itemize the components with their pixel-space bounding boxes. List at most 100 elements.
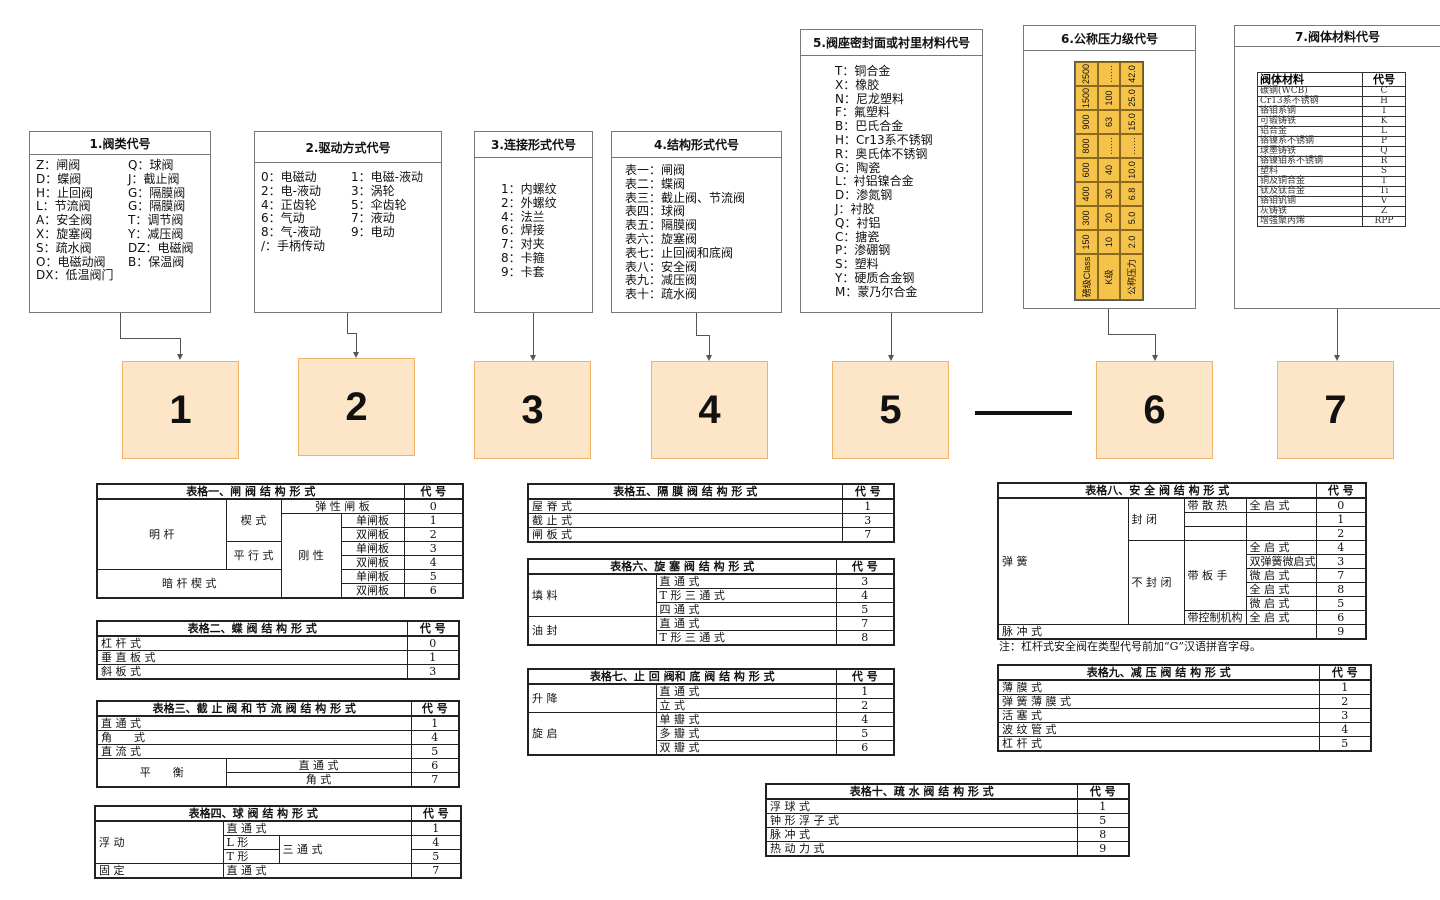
list-item: D：蝶阀 [36,171,82,186]
code: P [1362,136,1406,147]
list-item: 8：气-液动 [261,225,321,240]
cell: 不 封 闭 [1127,540,1185,625]
cell: 波 纹 管 式 [997,722,1320,737]
code-header: 代 号 [1315,482,1367,499]
pressure-cell: 150 [1075,230,1098,254]
table-title: 表格二、蝶 阀 结 构 形 式 [96,620,408,637]
code: 3 [1315,554,1367,569]
code: 1 [1318,679,1372,695]
material: 碳钢(WCB) [1257,86,1363,97]
list-item: 表四：球阀 [625,204,686,219]
list-item: P：渗硼钢 [835,243,891,258]
list-item: 表九：减压阀 [625,273,698,288]
cell: L 形 [222,835,280,850]
table-title: 表格五、隔 膜 阀 结 构 形 式 [527,483,843,500]
header-material: 阀体材料 [1257,72,1363,87]
list-item: 7：对夹 [501,237,545,252]
list-item: 5：伞齿轮 [351,197,407,212]
list-item: A：安全阀 [36,213,93,228]
cell: 升 降 [527,683,657,713]
list-item: N：尼龙塑料 [835,91,904,106]
cell: 浮 动 [94,820,224,864]
list-item: G：陶瓷 [835,160,881,175]
cell: 弹 簧 [997,497,1129,625]
cell: 浮 球 式 [765,798,1078,814]
cell: 立 式 [655,698,837,713]
cell: 三 通 式 [278,835,412,864]
list-item: 表一：闸阀 [625,163,686,177]
safety-valve-note: 注：杠杆式安全阀在类型代号前加“G”汉语拼音字母。 [999,640,1262,653]
list-item: M：蒙乃尔合金 [835,284,918,299]
list-item: Q：球阀 [128,158,174,172]
code: 5 [1315,596,1367,611]
pressure-cell: …… [1097,62,1121,86]
code: 1 [410,820,462,836]
pressure-cell: 400 [1075,182,1098,206]
code-position-5: 5 [832,361,949,459]
pressure-cell: 300 [1075,206,1098,230]
list-item: R：奥氏体不锈钢 [835,146,928,161]
material: 灰铸铁 [1257,206,1363,217]
cell: 全 启 式 [1245,610,1317,625]
pressure-cell: 20 [1097,206,1121,230]
box-title: 2.驱动方式代号 [255,132,441,163]
code: 2 [403,527,464,542]
pressure-cell: 公称压力 [1120,254,1143,300]
cell: 双闸板 [340,555,405,570]
code: 4 [1315,540,1367,555]
list-item: J：衬胶 [835,201,875,216]
cell: 薄 膜 式 [997,679,1320,695]
cell: 带 板 手 [1183,540,1247,611]
list-item: 6：气动 [261,211,305,226]
code: V [1362,196,1406,207]
cell: 单闸板 [340,541,405,556]
table-title: 表格四、球 阀 结 构 形 式 [94,805,412,822]
cell: 角 式 [225,772,412,788]
code: 6 [835,740,895,756]
cell: 楔 式 [225,498,282,542]
cell: 热 动 力 式 [765,841,1078,857]
cell: 直 通 式 [655,683,837,699]
cell: 活 塞 式 [997,708,1320,723]
cell: 屋 脊 式 [527,498,843,514]
code: RPP [1362,216,1406,227]
cell: T 形 三 通 式 [655,630,837,646]
list-item: 2：电-液动 [261,183,321,198]
material: 铬钼系钢 [1257,106,1363,117]
pressure-cell: 5.0 [1120,206,1143,230]
list-item: 9：电动 [351,225,395,240]
code: 4 [835,588,895,603]
cell: 弹 簧 薄 膜 式 [997,694,1320,709]
list-item: /：手柄传动 [261,238,326,253]
list-item: 表八：安全阀 [625,259,698,274]
pressure-cell: 2500 [1075,62,1098,86]
code-header: 代 号 [835,558,895,575]
code: 1 [835,683,895,699]
cell: 单 瓣 式 [655,712,837,727]
list-item: B：保温阀 [128,254,185,269]
list-item: X：橡胶 [835,77,880,92]
code: S [1362,166,1406,177]
code: 3 [406,664,460,680]
code: 5 [835,726,895,741]
code: 3 [1318,708,1372,723]
code: 8 [1315,582,1367,597]
